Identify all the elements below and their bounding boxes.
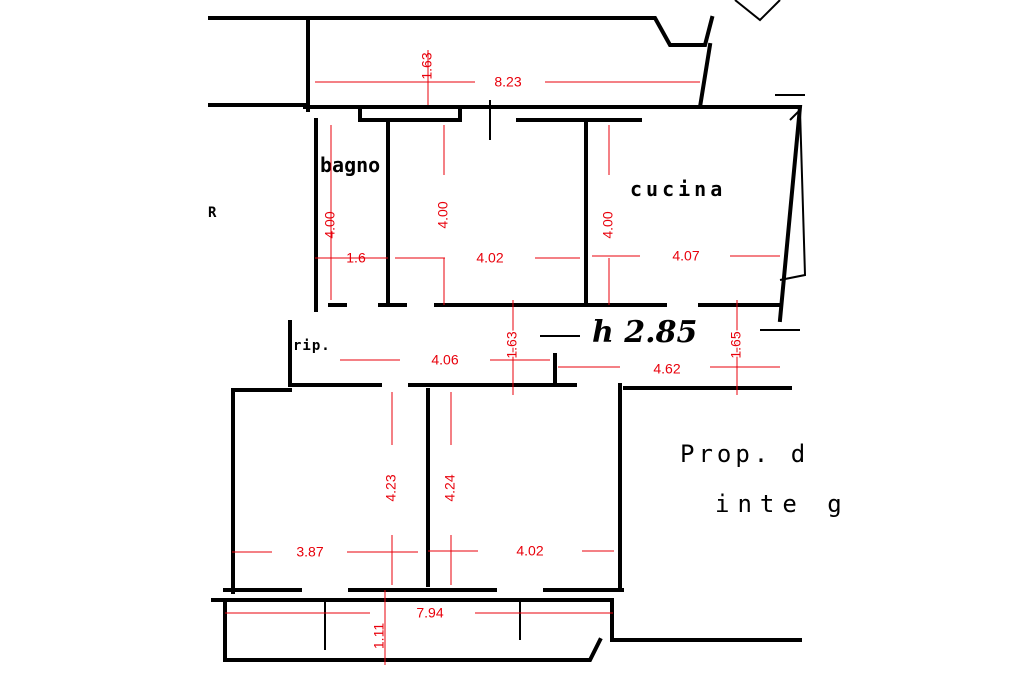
bathroom-label: bagno bbox=[320, 153, 380, 177]
dimension-lines bbox=[225, 50, 780, 665]
kitchen-label: cucina bbox=[630, 177, 726, 201]
dim-corridor-right-depth: 1.65 bbox=[728, 331, 744, 358]
dim-room1-height: 4.00 bbox=[435, 201, 451, 228]
dim-corridor-right-width: 4.62 bbox=[653, 361, 680, 377]
neighbour-label-line2: inte g bbox=[715, 490, 850, 518]
dim-room4-height: 4.24 bbox=[442, 474, 458, 501]
dim-top-width: 8.23 bbox=[494, 74, 521, 90]
neighbour-label-line1: Prop. d bbox=[680, 440, 809, 468]
dim-room4-width: 4.02 bbox=[516, 543, 543, 559]
dim-bottom-width: 7.94 bbox=[416, 605, 443, 621]
dim-top-depth: 1.63 bbox=[419, 52, 435, 79]
dim-kitchen-width: 4.07 bbox=[672, 248, 699, 264]
dim-corridor-depth: 1.63 bbox=[504, 331, 520, 358]
dim-kitchen-height: 4.00 bbox=[600, 211, 616, 238]
left-mark: R bbox=[208, 205, 220, 221]
ceiling-height-label: h 2.85 bbox=[592, 315, 697, 350]
dim-bath-width: 1.6 bbox=[346, 250, 366, 266]
dim-room1-width: 4.02 bbox=[476, 250, 503, 266]
storage-label: rip. bbox=[293, 338, 331, 354]
dim-bottom-depth: 1.11 bbox=[371, 623, 387, 649]
walls bbox=[208, 0, 807, 662]
dim-corridor-left-width: 4.06 bbox=[431, 352, 458, 368]
dim-room3-width: 3.87 bbox=[296, 544, 323, 560]
dim-room3-height: 4.23 bbox=[383, 474, 399, 501]
dim-bath-height: 4.00 bbox=[322, 211, 338, 238]
